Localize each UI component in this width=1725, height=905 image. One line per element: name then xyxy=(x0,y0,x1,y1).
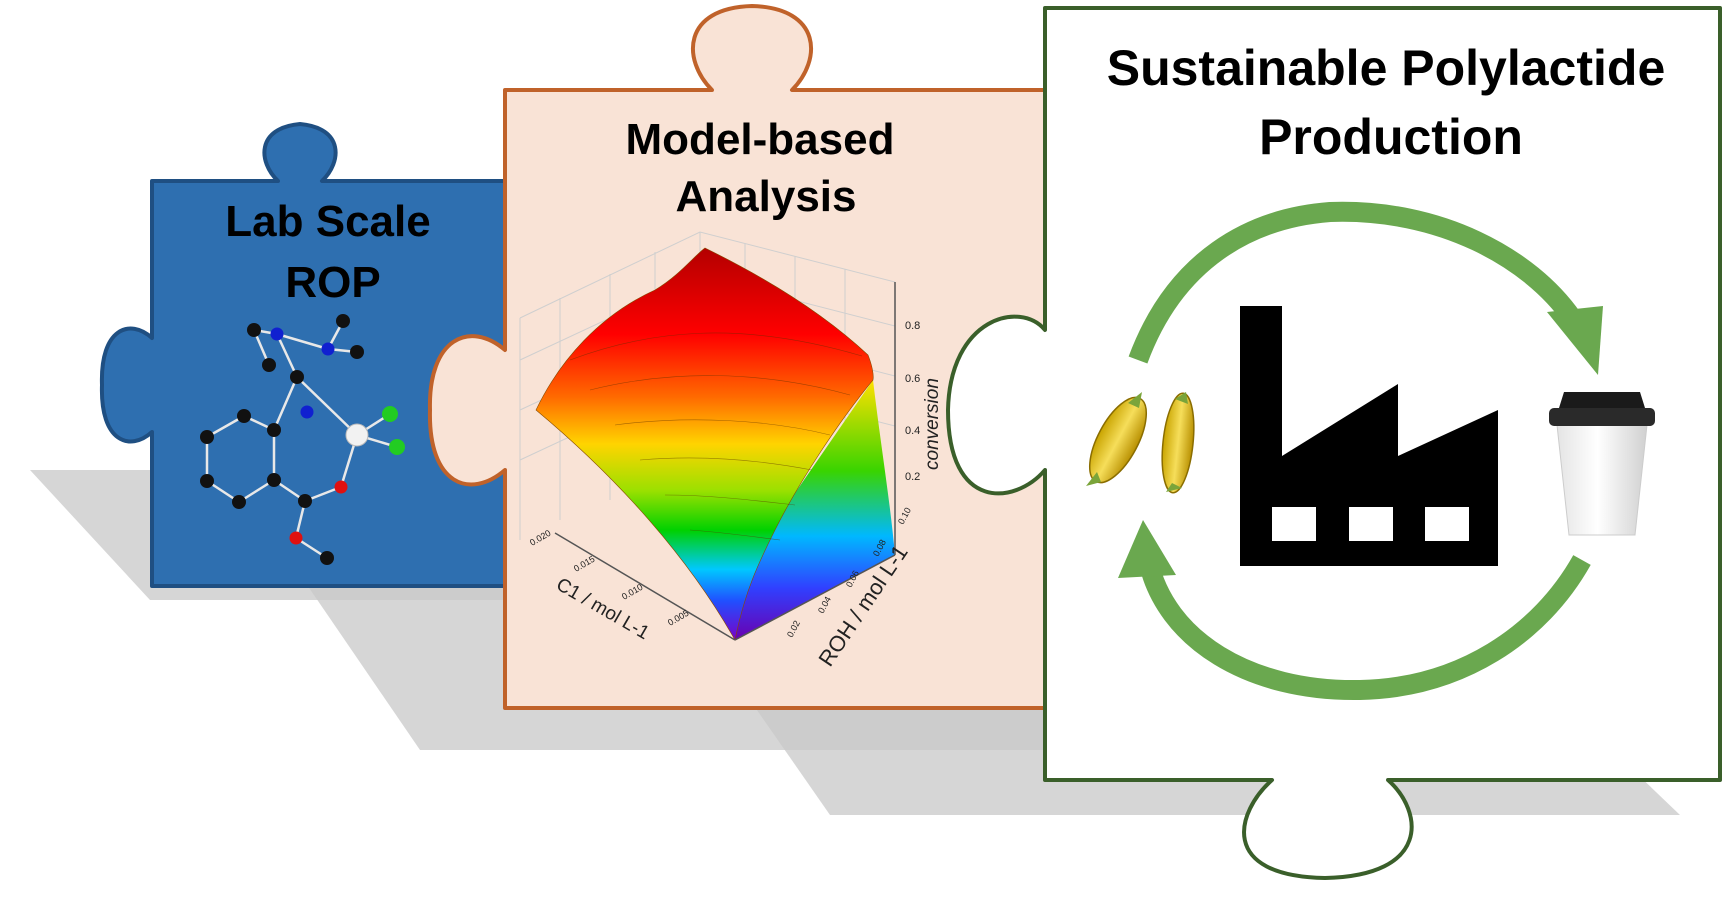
atom-carbon xyxy=(237,409,251,423)
corn-icon xyxy=(1086,392,1195,494)
sustainable-production-piece: Sustainable Polylactide Production xyxy=(946,6,1722,880)
atom-carbon xyxy=(267,473,281,487)
atom-nitrogen xyxy=(270,327,284,341)
cycle-arrowhead-right xyxy=(1547,306,1603,375)
atom-carbon xyxy=(262,358,276,372)
cycle-arrowhead-left xyxy=(1118,520,1176,578)
atom-carbon xyxy=(320,551,334,565)
atom-carbon xyxy=(200,474,214,488)
atom-oxygen xyxy=(334,480,348,494)
atom-carbon xyxy=(298,494,312,508)
atom-nitrogen xyxy=(300,405,314,419)
atom-carbon xyxy=(232,495,246,509)
model-title-line2: Analysis xyxy=(676,172,857,221)
model-based-piece: Model-based Analysis xyxy=(427,4,1047,710)
sustainable-title-line1: Sustainable Polylactide xyxy=(1107,40,1666,96)
cup-lid-rim xyxy=(1549,408,1655,426)
z-axis-label: conversion xyxy=(922,378,943,470)
plot-axes xyxy=(554,282,896,641)
z-tick-label: 0.6 xyxy=(905,373,920,385)
atom-carbon xyxy=(200,430,214,444)
coffee-cup-icon xyxy=(1549,392,1655,536)
recycling-cycle xyxy=(1128,201,1591,701)
molecule-atoms xyxy=(200,314,405,565)
surface-top-face xyxy=(535,247,874,641)
lab-scale-piece: Lab Scale ROP xyxy=(99,122,507,588)
z-tick-label: 0.4 xyxy=(905,425,920,437)
atom-carbon xyxy=(350,345,364,359)
cycle-arrow-bottom xyxy=(1138,555,1591,701)
atom-carbon xyxy=(290,370,304,384)
sustainable-title-line2: Production xyxy=(1259,109,1523,165)
atom-chlorine xyxy=(389,439,405,455)
atom-zinc xyxy=(345,423,369,447)
atom-carbon xyxy=(267,423,281,437)
cup-body xyxy=(1556,424,1648,536)
model-title-line1: Model-based xyxy=(626,115,895,164)
cup-lid-top xyxy=(1559,392,1645,408)
cycle-arrow-top xyxy=(1128,201,1581,364)
surface-plot-3d: 0.8 0.6 0.4 0.2 conversion 0.020 0.015 0… xyxy=(519,231,943,671)
atom-carbon xyxy=(247,323,261,337)
atom-carbon xyxy=(336,314,350,328)
z-tick-label: 0.8 xyxy=(905,320,920,332)
atom-nitrogen xyxy=(321,342,335,356)
atom-oxygen xyxy=(289,531,303,545)
corn-cob-right xyxy=(1161,392,1195,494)
surface-side-face xyxy=(735,380,895,640)
z-axis-ticks: 0.8 0.6 0.4 0.2 xyxy=(905,320,920,483)
atom-chlorine xyxy=(382,406,398,422)
lab-title-line2: ROP xyxy=(285,258,380,307)
factory-icon xyxy=(1240,306,1498,566)
z-tick-label: 0.2 xyxy=(905,471,920,483)
surface-contours xyxy=(569,332,863,541)
lab-title-line1: Lab Scale xyxy=(225,197,430,246)
